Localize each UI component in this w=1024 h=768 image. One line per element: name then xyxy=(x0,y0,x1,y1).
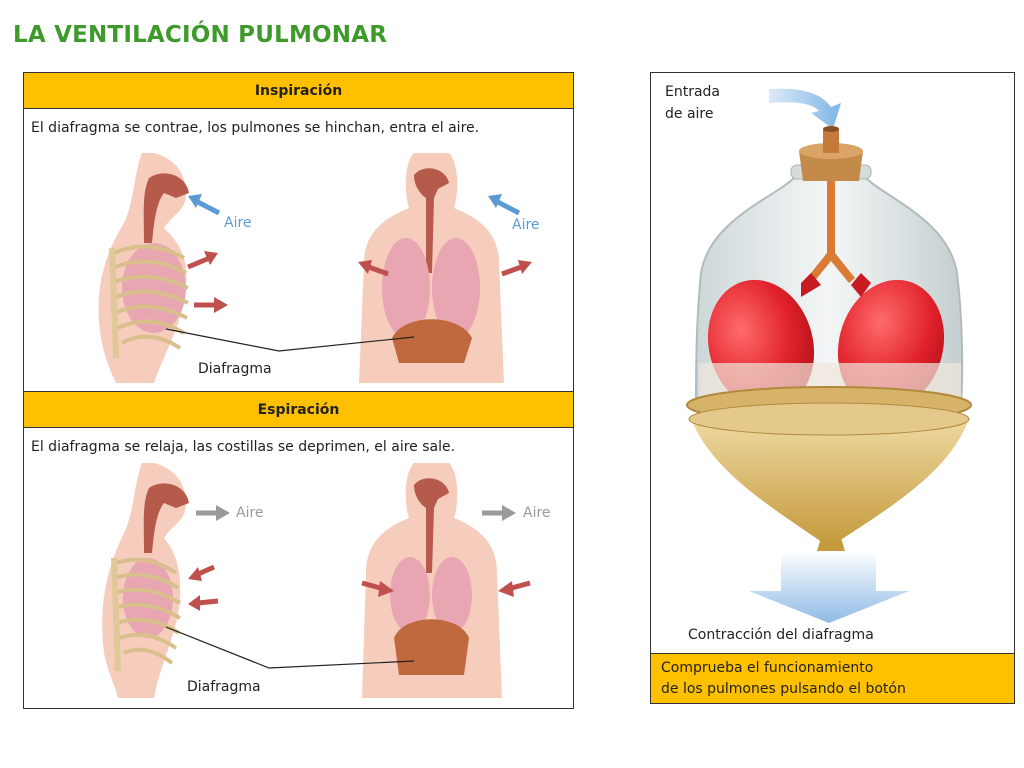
espiracion-aire-label-left: Aire xyxy=(236,505,264,521)
inspiracion-air-in-arrow-left xyxy=(188,194,221,216)
espiracion-aire-label-right: Aire xyxy=(523,505,551,521)
espiracion-front-view-illustration xyxy=(362,463,502,698)
espiracion-diafragma-label: Diafragma xyxy=(187,679,261,695)
inspiracion-expansion-arrows-front xyxy=(358,260,532,277)
check-lung-function-button[interactable]: Comprueba el funcionamiento de los pulmo… xyxy=(651,653,1014,703)
entrada-aire-arrow xyxy=(769,88,841,129)
espiracion-header: Espiración xyxy=(24,392,573,428)
espiracion-air-out-arrow-left xyxy=(196,505,230,521)
page-title: LA VENTILACIÓN PULMONAR xyxy=(13,22,388,48)
inspiracion-side-view-illustration xyxy=(98,153,189,383)
bell-jar-model-panel: Entrada de aire xyxy=(650,72,1015,704)
espiracion-diafragma-pointer-lines xyxy=(165,626,415,669)
espiracion-compression-arrows-front xyxy=(361,580,531,597)
entrada-aire-line2: de aire xyxy=(665,106,714,122)
entrada-aire-line1: Entrada xyxy=(665,84,721,100)
bell-jar-lung-model-illustration xyxy=(686,88,972,623)
inspiracion-aire-label-left: Aire xyxy=(224,215,252,231)
contraccion-diafragma-label: Contracción del diafragma xyxy=(688,627,874,643)
inspiracion-diafragma-pointer-lines xyxy=(165,328,415,352)
inspiracion-diafragma-label: Diafragma xyxy=(198,361,272,377)
espiracion-description: El diafragma se relaja, las costillas se… xyxy=(31,439,456,455)
inspiracion-header: Inspiración xyxy=(24,73,573,109)
inspiracion-aire-label-right: Aire xyxy=(512,217,540,233)
entrada-aire-label: Entrada de aire xyxy=(665,81,720,125)
button-text-line2: de los pulmones pulsando el botón xyxy=(661,681,906,697)
inspiracion-air-in-arrow-right xyxy=(488,194,521,216)
phase-divider xyxy=(24,391,573,392)
inspiracion-front-view-illustration xyxy=(359,153,504,383)
breathing-phases-panel: Inspiración El diafragma se contrae, los… xyxy=(23,72,574,709)
espiracion-air-out-arrow-right xyxy=(482,505,516,521)
inspiracion-expansion-arrows-left xyxy=(187,251,228,313)
espiracion-compression-arrows-left xyxy=(188,564,219,611)
button-text-line1: Comprueba el funcionamiento xyxy=(661,660,874,676)
inspiracion-description: El diafragma se contrae, los pulmones se… xyxy=(31,120,480,136)
